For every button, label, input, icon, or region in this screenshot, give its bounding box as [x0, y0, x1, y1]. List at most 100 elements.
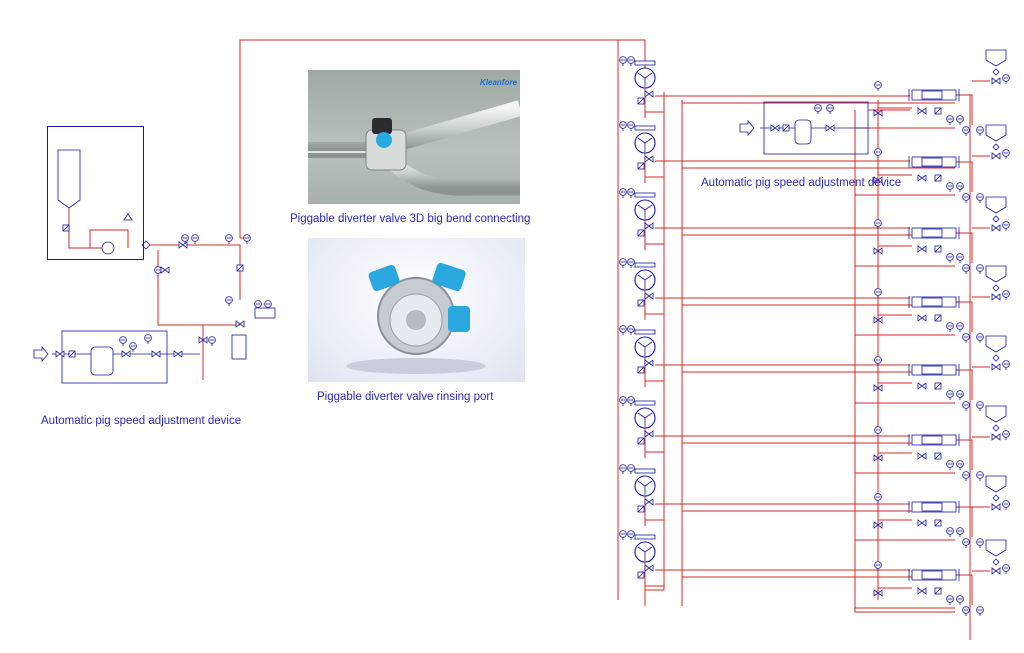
receiver-cylinder-icon [908, 156, 960, 168]
small-cylinder-icon [254, 307, 276, 319]
solenoid-valve-icon [637, 162, 645, 170]
valve-icon [173, 350, 183, 358]
valve-icon [991, 433, 1001, 441]
valve-icon [917, 107, 927, 115]
tank-icon [985, 475, 1007, 502]
inlet-arrow-icon [739, 119, 755, 137]
solenoid-valve-icon [68, 350, 76, 358]
pressure-gauge-icon [976, 126, 984, 136]
pressure-gauge-icon [956, 460, 964, 470]
valve-icon [873, 454, 883, 462]
solenoid-valve-icon [934, 314, 942, 322]
pressure-gauge-icon [814, 104, 822, 114]
valve-icon [644, 222, 654, 230]
receiver-cylinder-icon [908, 227, 960, 239]
valve-icon [644, 292, 654, 300]
pressure-gauge-icon [191, 234, 199, 244]
pressure-gauge-icon [1002, 290, 1010, 300]
solenoid-valve-icon [934, 452, 942, 460]
pressure-gauge-icon [962, 471, 970, 481]
diverter-valve-icon [634, 534, 656, 563]
receiver-cylinder-icon [908, 569, 960, 581]
valve-icon [991, 77, 1001, 85]
valve-icon [991, 567, 1001, 575]
valve-icon [873, 316, 883, 324]
pipe-line [68, 208, 110, 249]
pressure-gauge-icon [874, 561, 882, 571]
pressure-gauge-icon [129, 342, 137, 352]
tank-icon [985, 265, 1007, 292]
pressure-gauge-icon [874, 219, 882, 229]
source-tank-box [47, 126, 144, 260]
pressure-gauge-icon [874, 426, 882, 436]
pressure-gauge-icon [962, 126, 970, 136]
caption-photo-top: Piggable diverter valve 3D big bend conn… [290, 213, 531, 225]
pressure-gauge-icon [627, 258, 635, 268]
diverter-valve-icon [634, 468, 656, 497]
pressure-gauge-icon [619, 56, 627, 66]
valve-icon [644, 498, 654, 506]
pressure-gauge-icon [956, 527, 964, 537]
photo-rinsing-port [308, 238, 525, 382]
relief-icon [123, 213, 133, 221]
tank-icon [985, 335, 1007, 362]
pressure-gauge-icon [976, 193, 984, 203]
receiver-cylinder-icon [908, 501, 960, 513]
tank-icon [985, 124, 1007, 151]
pressure-gauge-icon [874, 356, 882, 366]
solenoid-valve-icon [637, 505, 645, 513]
pressure-gauge-icon [1002, 149, 1010, 159]
pressure-gauge-icon [1002, 360, 1010, 370]
brand-logo: Kleanfore [480, 78, 517, 87]
pressure-gauge-icon [874, 148, 882, 158]
inlet-arrow-icon-left [33, 345, 49, 363]
pressure-gauge-icon [208, 336, 216, 346]
pressure-gauge-icon [946, 527, 954, 537]
pressure-gauge-icon [181, 234, 189, 244]
solenoid-valve-icon [637, 229, 645, 237]
receiver-cylinder-icon [908, 364, 960, 376]
valve-icon [917, 174, 927, 182]
pressure-gauge-icon [956, 182, 964, 192]
pressure-gauge-icon [946, 390, 954, 400]
pressure-gauge-icon [976, 471, 984, 481]
pressure-gauge-icon [154, 266, 162, 276]
pig-speed-device-box-left [61, 330, 168, 384]
receiver-cylinder-icon [908, 296, 960, 308]
pressure-gauge-icon [619, 325, 627, 335]
pipe-line [89, 229, 129, 248]
pig-receiver-left [231, 334, 247, 360]
pressure-gauge-icon [956, 115, 964, 125]
pressure-gauge-icon [619, 258, 627, 268]
pressure-gauge-icon [627, 464, 635, 474]
blue-handle-icon [376, 132, 392, 148]
diverter-valve-icon [634, 329, 656, 358]
pressure-gauge-icon [962, 193, 970, 203]
pressure-gauge-icon [1002, 221, 1010, 231]
pressure-gauge-icon [956, 595, 964, 605]
filter-icon-left [90, 346, 114, 376]
pressure-gauge-icon [627, 188, 635, 198]
pipe-line [955, 161, 973, 192]
pressure-gauge-icon [225, 296, 233, 306]
pressure-gauge-icon [627, 56, 635, 66]
pressure-gauge-icon [1002, 564, 1010, 574]
diverter-valve-icon [634, 192, 656, 221]
caption-left-device: Automatic pig speed adjustment device [41, 415, 242, 427]
pressure-gauge-icon [956, 253, 964, 263]
pressure-gauge-icon [874, 493, 882, 503]
diverter-valve-icon [634, 262, 656, 291]
valve-icon [991, 224, 1001, 232]
pressure-gauge-icon [627, 325, 635, 335]
valve-icon [917, 382, 927, 390]
valve-icon [644, 564, 654, 572]
pressure-gauge-icon [962, 401, 970, 411]
pipe-line [955, 301, 973, 332]
valve-icon [644, 155, 654, 163]
valve-icon [644, 359, 654, 367]
solenoid-valve-icon [637, 97, 645, 105]
pressure-gauge-icon [962, 606, 970, 616]
pipe-line [955, 232, 973, 263]
valve-icon [770, 124, 780, 132]
pressure-gauge-icon [225, 234, 233, 244]
